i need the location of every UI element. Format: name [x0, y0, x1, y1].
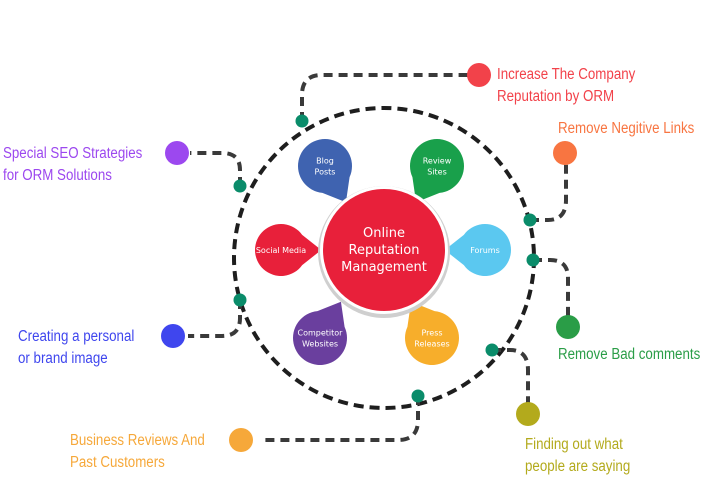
petal-label: Competitor — [298, 329, 344, 338]
petal-shape — [293, 301, 347, 366]
outcome-dots — [161, 63, 580, 452]
connector-remove-bad-comments — [533, 258, 570, 318]
connector-increase-reputation — [300, 73, 470, 121]
outcome-line: people are saying — [525, 458, 631, 475]
outcome-label-seo-strategies: Special SEO Strategies for ORM Solutions — [3, 143, 142, 187]
outcome-dot-remove-negative-links — [553, 141, 577, 165]
petal-shape — [444, 224, 512, 277]
petal-shape — [297, 139, 352, 203]
junction-nodes — [233, 114, 540, 403]
junction-node — [485, 343, 499, 357]
petal-social-media: Social Media — [255, 224, 322, 277]
petal-label: Blog — [316, 157, 334, 166]
petal-shape — [405, 301, 459, 365]
junction-node — [233, 293, 247, 307]
outcome-label-increase-reputation: Increase The Company Reputation by ORM — [497, 64, 635, 108]
outcome-line: Remove Negitive Links — [558, 120, 695, 137]
petal-label: Press — [421, 329, 442, 338]
petal-label: Sites — [427, 168, 447, 177]
petal-forums: Forums — [444, 224, 512, 277]
junction-node — [523, 213, 537, 227]
center-line-3: Management — [341, 260, 427, 275]
outcome-line: Past Customers — [70, 454, 165, 471]
outcome-label-business-reviews: Business Reviews And Past Customers — [70, 430, 205, 474]
outcome-line: Special SEO Strategies — [3, 145, 143, 162]
outcome-label-creating-image: Creating a personal or brand image — [18, 326, 134, 370]
outcome-line: for ORM Solutions — [3, 167, 112, 184]
outcome-line: Increase The Company — [497, 66, 636, 83]
connector-creating-image — [188, 300, 242, 338]
petal-label: Review — [423, 157, 452, 166]
petal-label: Websites — [302, 340, 338, 349]
outcome-line: Remove Bad comments — [558, 346, 701, 363]
connector-seo-strategies — [190, 151, 242, 186]
outcome-dot-seo-strategies — [165, 141, 189, 165]
outcome-line: Reputation by ORM — [497, 88, 615, 105]
petal-shape — [409, 139, 464, 203]
outcome-label-remove-bad-comments: Remove Bad comments — [558, 344, 700, 366]
outcome-line: or brand image — [18, 350, 108, 367]
outcome-dot-remove-bad-comments — [556, 315, 580, 339]
petal-label: Social Media — [256, 246, 306, 255]
outcome-label-finding-out: Finding out what people are saying — [525, 434, 630, 478]
center-node: Online Reputation Management — [318, 186, 450, 318]
outcome-line: Creating a personal — [18, 328, 135, 345]
connector-finding-out — [492, 348, 530, 404]
connector-remove-negative-links — [530, 162, 568, 222]
center-circle — [323, 189, 445, 311]
petal-shape — [255, 224, 322, 277]
petal-label: Posts — [315, 168, 336, 177]
junction-node — [526, 253, 540, 267]
outcome-line: Business Reviews And — [70, 432, 205, 449]
outcome-label-remove-negative-links: Remove Negitive Links — [558, 118, 694, 140]
center-line-1: Online — [363, 226, 405, 241]
junction-node — [233, 179, 247, 193]
junction-node — [295, 114, 309, 128]
outcome-line: Finding out what — [525, 436, 623, 453]
outcome-dot-increase-reputation — [467, 63, 491, 87]
petal-label: Forums — [470, 246, 500, 255]
junction-node — [411, 389, 425, 403]
connectors — [188, 73, 570, 442]
outcome-dot-creating-image — [161, 324, 185, 348]
outcome-dot-business-reviews — [229, 428, 253, 452]
outcome-dot-finding-out — [516, 402, 540, 426]
center-line-2: Reputation — [349, 243, 420, 258]
petal-label: Releases — [414, 340, 449, 349]
